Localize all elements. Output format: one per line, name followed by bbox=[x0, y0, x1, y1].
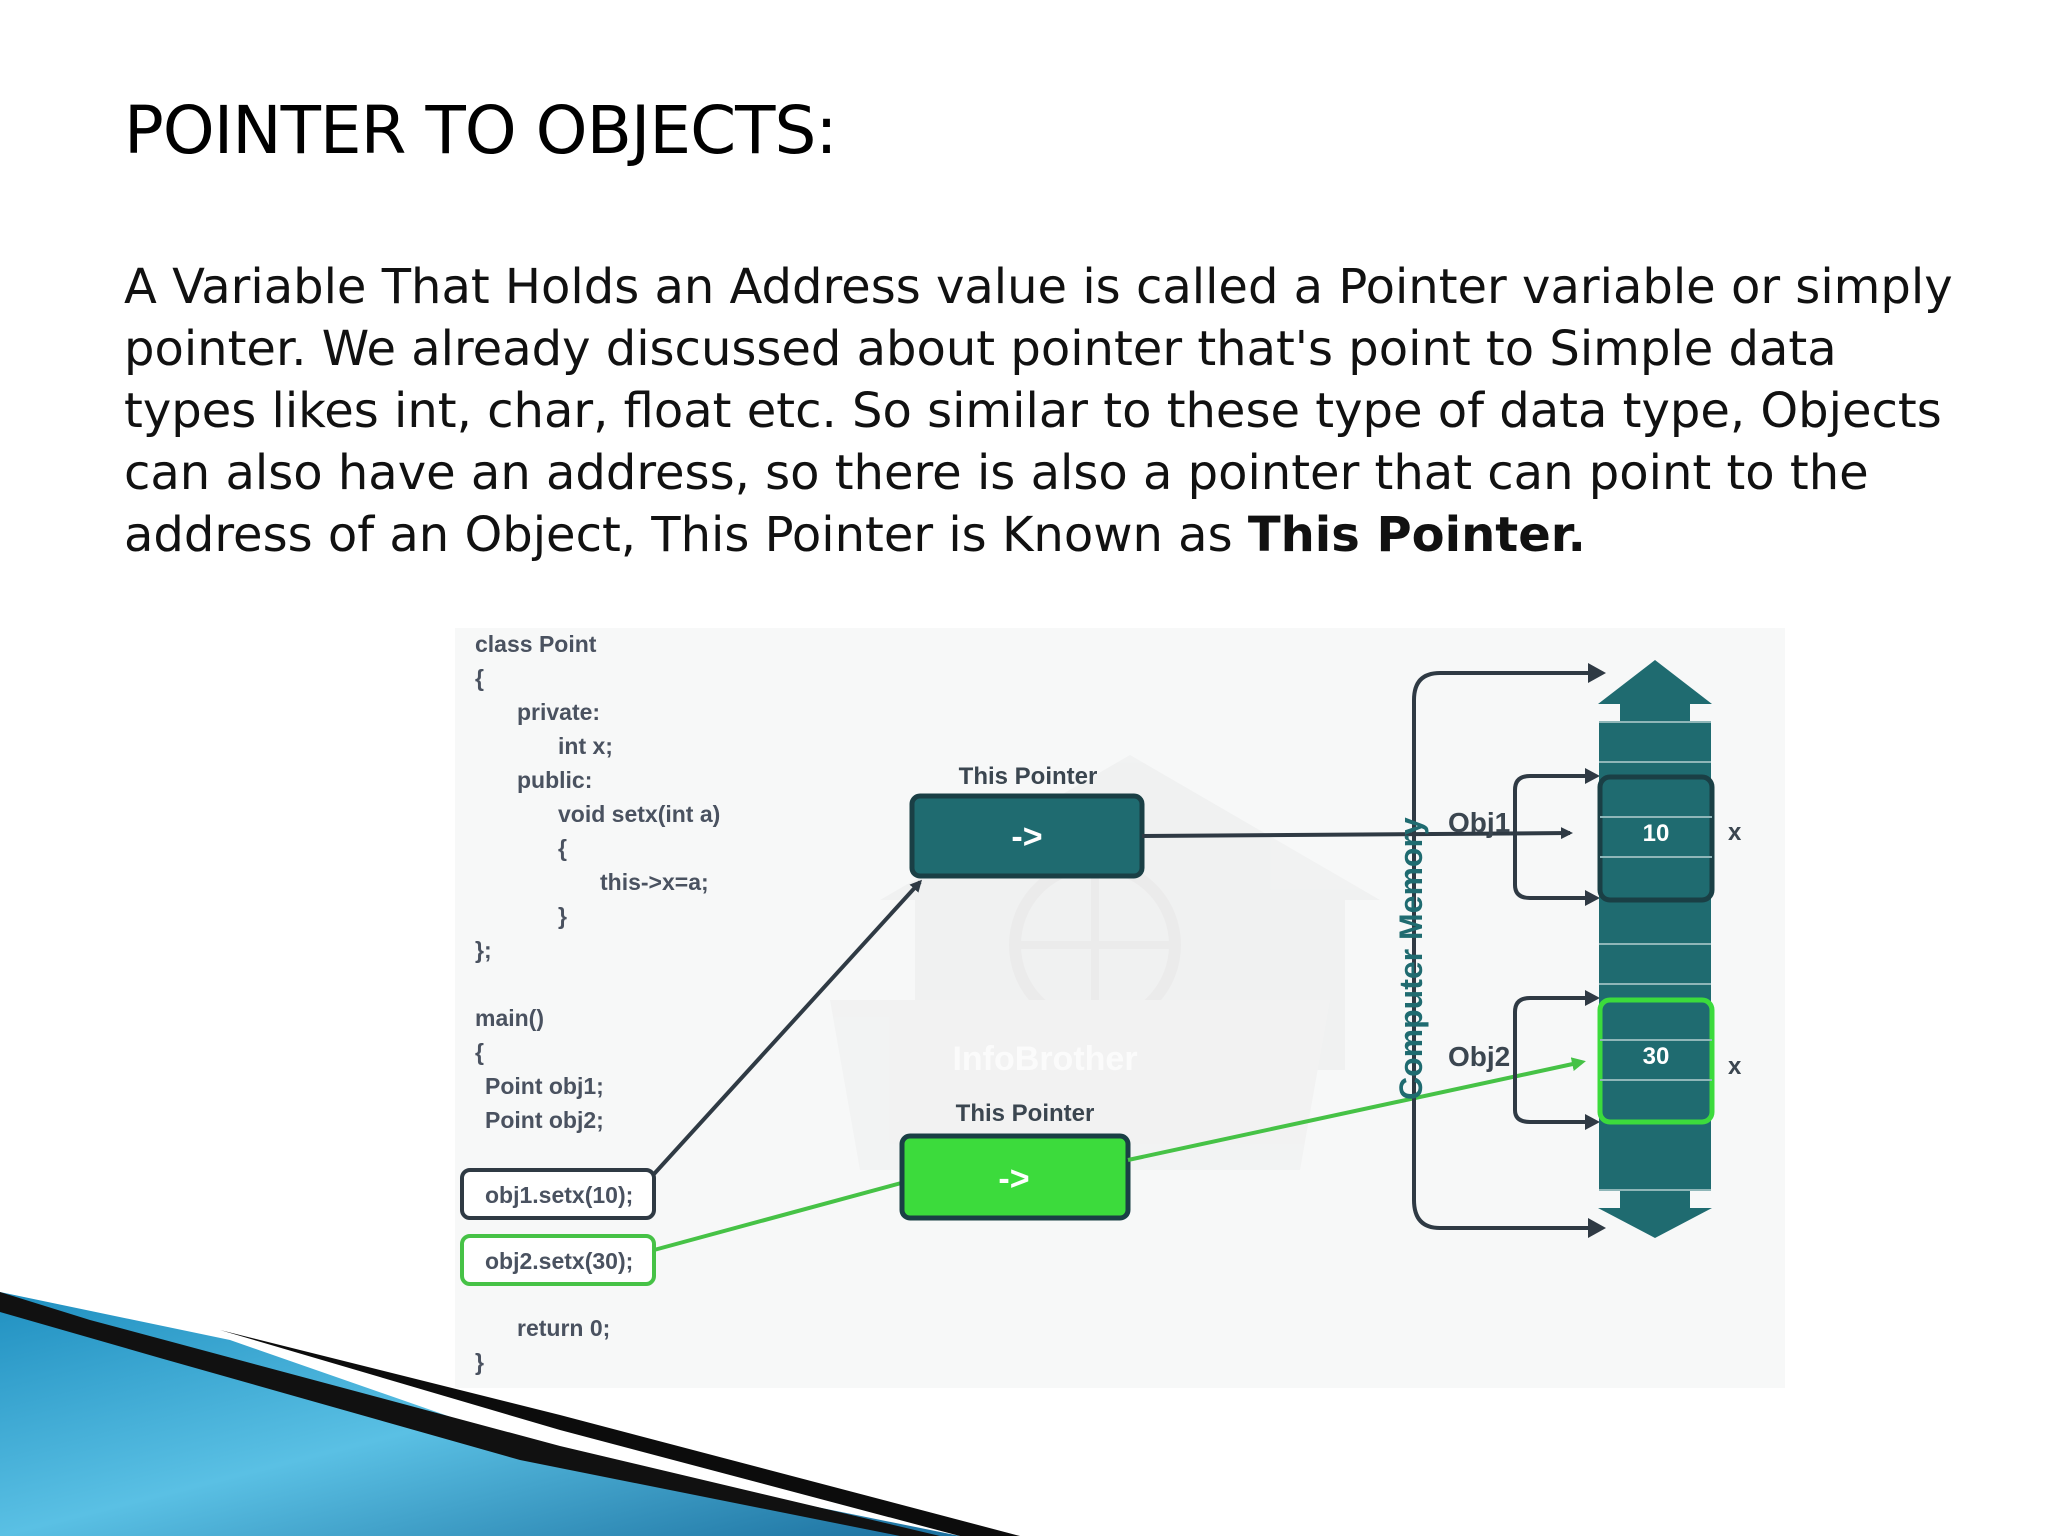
code-line: void setx(int a) bbox=[558, 801, 720, 827]
code-line: Point obj1; bbox=[485, 1073, 604, 1099]
code-line: private: bbox=[517, 699, 600, 725]
obj2-label: Obj2 bbox=[1448, 1041, 1510, 1072]
obj1-call-box bbox=[460, 1168, 656, 1220]
computer-memory-label: Computer Memory bbox=[1393, 817, 1429, 1100]
x-label-obj2: x bbox=[1728, 1053, 1742, 1080]
pointer-to-obj1-arrow bbox=[1141, 827, 1573, 840]
obj1-to-pointer-arrow bbox=[652, 879, 923, 1176]
this-pointer-label-top: This Pointer bbox=[959, 763, 1098, 790]
code-line: { bbox=[558, 835, 567, 861]
code-line: return 0; bbox=[517, 1315, 610, 1341]
pointer-symbol-top: -> bbox=[1011, 818, 1042, 856]
code-line: public: bbox=[517, 767, 592, 793]
code-line: } bbox=[475, 1349, 484, 1375]
x-label-obj1: x bbox=[1728, 819, 1742, 846]
code-listing: class Point { private: int x; public: vo… bbox=[460, 631, 720, 1375]
code-line: class Point bbox=[475, 631, 597, 657]
watermark-text: InfoBrother bbox=[952, 1040, 1137, 1078]
slide-swoosh-decoration bbox=[0, 1292, 1020, 1536]
pointer-to-obj2-arrow bbox=[1127, 1057, 1586, 1162]
code-line: }; bbox=[475, 937, 492, 963]
code-line: } bbox=[558, 903, 567, 929]
code-line-obj1-call: obj1.setx(10); bbox=[485, 1182, 633, 1208]
obj2-brace-bottom-arrowhead bbox=[1585, 1114, 1600, 1130]
obj1-brace bbox=[1513, 774, 1595, 900]
obj2-memory-cell bbox=[1597, 997, 1715, 1125]
obj1-brace-bottom-arrowhead bbox=[1585, 890, 1600, 906]
obj2-value: 30 bbox=[1643, 1043, 1670, 1070]
slide-paragraph: A Variable That Holds an Address value i… bbox=[124, 256, 1984, 566]
this-pointer-box-bottom bbox=[899, 1133, 1131, 1221]
obj1-brace-top-arrowhead bbox=[1585, 768, 1600, 784]
obj2-to-pointer-line bbox=[653, 1180, 906, 1252]
slide-title: POINTER TO OBJECTS: bbox=[124, 92, 838, 169]
code-line-obj2-call: obj2.setx(30); bbox=[485, 1248, 633, 1274]
pointer-symbol-bottom: -> bbox=[998, 1160, 1029, 1198]
code-line: this->x=a; bbox=[600, 869, 709, 895]
paragraph-text: A Variable That Holds an Address value i… bbox=[124, 259, 1953, 563]
code-line: Point obj2; bbox=[485, 1107, 604, 1133]
paragraph-bold-term: This Pointer. bbox=[1247, 507, 1586, 563]
obj1-label: Obj1 bbox=[1448, 807, 1510, 838]
code-line: int x; bbox=[558, 733, 613, 759]
code-line: { bbox=[475, 665, 484, 691]
memory-top-arrowhead bbox=[1588, 663, 1606, 683]
obj2-brace-top-arrowhead bbox=[1585, 990, 1600, 1006]
memory-bracket bbox=[1412, 671, 1600, 1230]
obj1-memory-cell bbox=[1597, 774, 1715, 903]
memory-column bbox=[1598, 660, 1712, 1238]
obj2-call-box bbox=[460, 1234, 656, 1286]
obj1-value: 10 bbox=[1643, 820, 1670, 847]
memory-bottom-arrowhead bbox=[1588, 1218, 1606, 1238]
obj2-brace bbox=[1513, 996, 1595, 1124]
this-pointer-label-bottom: This Pointer bbox=[956, 1100, 1095, 1127]
code-line: { bbox=[475, 1039, 484, 1065]
code-line: main() bbox=[475, 1005, 544, 1031]
